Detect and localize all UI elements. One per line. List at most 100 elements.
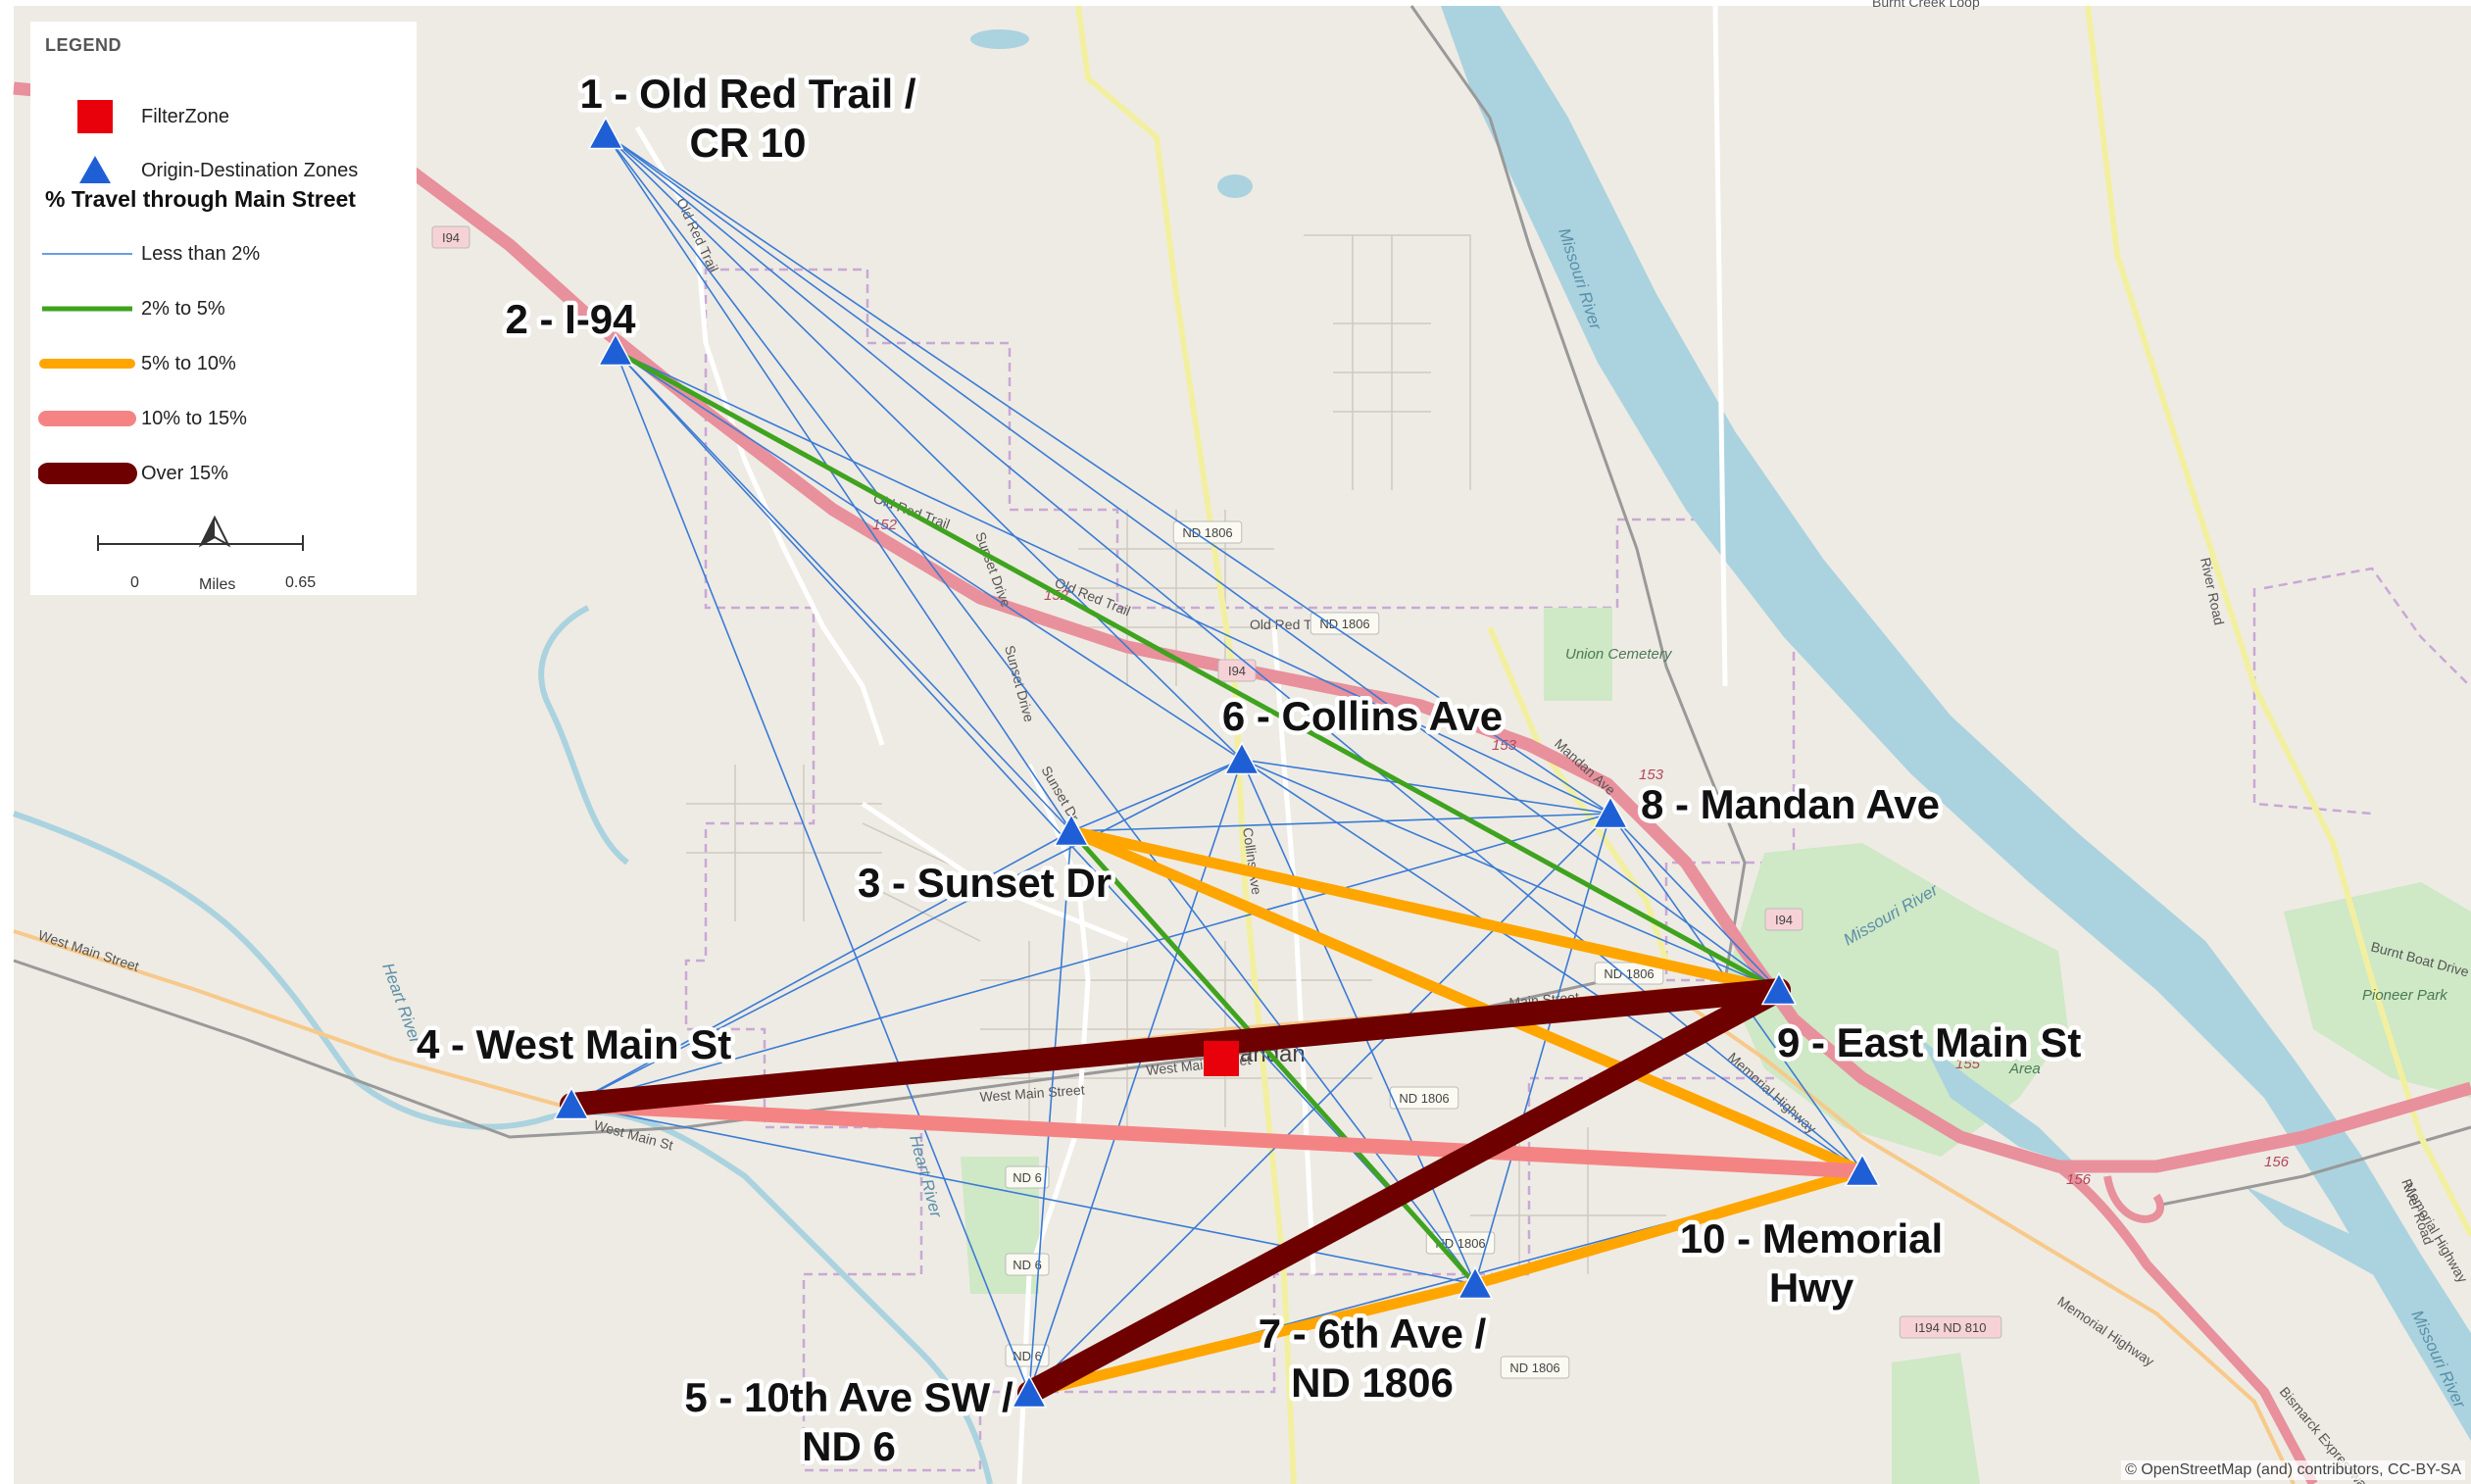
route-badge: ND 1806 [1172, 520, 1243, 544]
flow-line-3-4[interactable] [570, 830, 1072, 1106]
flow-line-8-7[interactable] [1474, 813, 1611, 1285]
flow-line-2-5[interactable] [615, 350, 1030, 1394]
river-lines [13, 605, 993, 1484]
flow-line-2-8[interactable] [615, 350, 1611, 815]
legend-item-class-5: Over 15% [30, 457, 417, 490]
zone-label-line: ND 1806 [1291, 1360, 1454, 1406]
flow-line-5-8[interactable] [1028, 813, 1611, 1394]
zone-marker-1[interactable] [587, 116, 624, 150]
zone-marker-4[interactable] [553, 1086, 590, 1120]
legend-item-filter-zone: FilterZone [30, 100, 417, 133]
route-badge-label: I94 [442, 230, 460, 245]
flow-line-6-8[interactable] [1241, 759, 1611, 815]
exit-number: 152 [872, 517, 898, 533]
route-badge-label: ND 6 [1013, 1349, 1042, 1363]
legend-item-class-4: 10% to 15% [30, 402, 417, 435]
zone-label-line: 5 - 10th Ave SW / [684, 1374, 1013, 1420]
filter-zone-marker[interactable] [1204, 1041, 1239, 1076]
flow-line-3-9[interactable] [1065, 825, 1785, 996]
route-badge: I94 [1764, 908, 1804, 931]
line-swatch-icon [42, 253, 132, 255]
flow-line-1-9[interactable] [605, 133, 1780, 991]
flow-line-5-9[interactable] [1017, 978, 1791, 1405]
flow-line-1-8[interactable] [605, 133, 1611, 815]
flow-line-4-8[interactable] [570, 813, 1611, 1106]
legend-travel-title: % Travel through Main Street [45, 186, 356, 212]
zone-label-9: 9 - East Main St [1777, 1019, 2081, 1065]
legend-item-od-zones: Origin-Destination Zones [30, 154, 417, 187]
legend-item-class-2: 2% to 5% [30, 292, 417, 325]
zone-marker-5[interactable] [1011, 1374, 1048, 1409]
flow-line-3-10[interactable] [1065, 825, 1868, 1177]
route-badge: ND 6 [1005, 1253, 1050, 1276]
flow-line-8-9[interactable] [1609, 813, 1780, 991]
flow-line-4-6[interactable] [570, 759, 1243, 1106]
zone-marker-9[interactable] [1760, 971, 1798, 1006]
flow-line-1-3[interactable] [605, 133, 1072, 832]
flow-line-4-9[interactable] [560, 978, 1791, 1116]
flow-line-1-6[interactable] [605, 133, 1243, 761]
route-badge: ND 1806 [1310, 612, 1380, 635]
route-badge-label: ND 1806 [1399, 1091, 1449, 1106]
flow-line-3-5[interactable] [1028, 830, 1072, 1394]
zone-label-line: 9 - East Main St [1777, 1019, 2081, 1065]
line-swatch-icon [39, 359, 135, 369]
zone-label-7: 7 - 6th Ave /ND 1806 [1259, 1311, 1487, 1406]
road-label: Old Red Trail [1250, 617, 1330, 632]
legend-label: 10% to 15% [141, 408, 247, 429]
exit-number: 156 [2264, 1154, 2290, 1170]
flow-line-5-7[interactable] [1023, 1278, 1481, 1399]
zone-marker-8[interactable] [1592, 795, 1629, 829]
flow-line-7-10[interactable] [1469, 1165, 1868, 1290]
flow-line-2-3[interactable] [615, 350, 1072, 832]
zone-marker-2[interactable] [597, 332, 634, 367]
flow-line-6-10[interactable] [1241, 759, 1863, 1172]
flow-line-3-8[interactable] [1070, 813, 1611, 832]
legend-label: Origin-Destination Zones [141, 160, 359, 181]
parks [961, 608, 2471, 1484]
exit-number: 153 [1492, 737, 1517, 754]
flow-line-3-6[interactable] [1070, 759, 1243, 832]
zone-label-line: 4 - West Main St [417, 1021, 731, 1067]
route-badge-label: ND 1806 [1509, 1360, 1559, 1375]
exit-number: 155 [1955, 1056, 1981, 1072]
zone-label-line: CR 10 [689, 120, 806, 166]
line-swatch-icon [38, 463, 137, 484]
zone-marker-6[interactable] [1223, 741, 1260, 775]
route-badge-label: ND 6 [1013, 1258, 1042, 1272]
zone-label-6: 6 - Collins Ave [1222, 693, 1503, 739]
flow-line-4-7[interactable] [570, 1104, 1476, 1285]
route-badge-label: I94 [1775, 913, 1793, 927]
flow-line-3-7[interactable] [1068, 828, 1478, 1287]
map-attribution[interactable]: © OpenStreetMap (and) contributors, CC-B… [2121, 1460, 2465, 1480]
route-badge-label: I94 [1228, 664, 1246, 678]
route-badge-label: ND 6 [1013, 1170, 1042, 1185]
water-bodies [970, 6, 2471, 1441]
flow-line-4-10[interactable] [564, 1097, 1870, 1179]
zone-label-5: 5 - 10th Ave SW /ND 6 [684, 1374, 1013, 1469]
place-label: Pioneer Park [2362, 987, 2448, 1004]
zone-label-line: 6 - Collins Ave [1222, 693, 1503, 739]
zone-label-line: 2 - I-94 [505, 296, 636, 342]
legend-label: Over 15% [141, 463, 228, 484]
flow-line-6-9[interactable] [1241, 759, 1780, 991]
flow-line-2-6[interactable] [615, 350, 1243, 761]
zone-marker-10[interactable] [1844, 1153, 1881, 1187]
zone-label-line: 8 - Mandan Ave [1641, 781, 1940, 827]
route-badge-label: ND 1806 [1604, 966, 1654, 981]
flow-line-2-9[interactable] [613, 348, 1782, 993]
route-badge-label: ND 1806 [1319, 617, 1369, 631]
flow-line-2-7[interactable] [615, 350, 1476, 1285]
zone-marker-7[interactable] [1457, 1265, 1494, 1300]
line-swatch-icon [42, 306, 132, 312]
zone-marker-3[interactable] [1053, 813, 1090, 847]
zone-label-line: 10 - Memorial [1680, 1215, 1943, 1261]
exit-number: 153 [1639, 767, 1664, 783]
flow-lines [560, 133, 1870, 1405]
legend-label: Less than 2% [141, 243, 261, 265]
scale-max: 0.65 [285, 574, 317, 591]
zone-label-line: 3 - Sunset Dr [858, 860, 1112, 906]
